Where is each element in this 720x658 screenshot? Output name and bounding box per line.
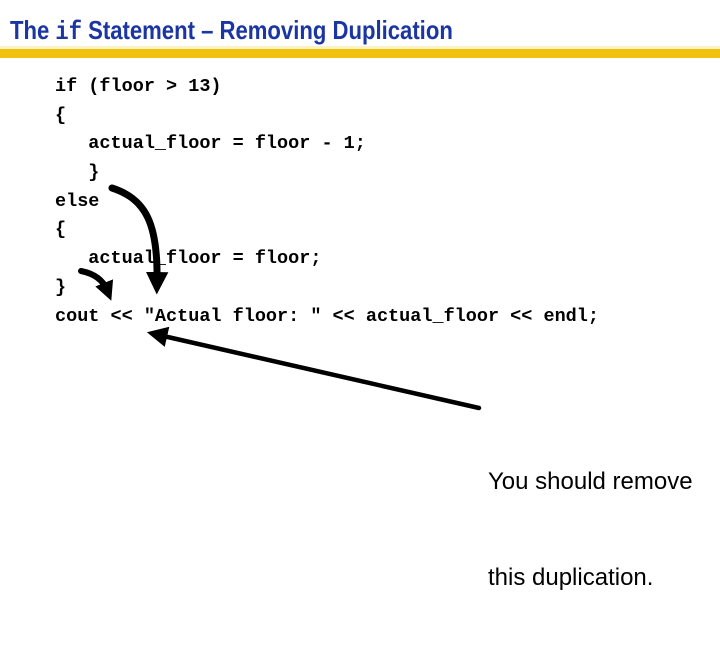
annotation-note: You should remove this duplication. [488, 402, 693, 658]
page-title-text: The if Statement – Removing Duplication [10, 15, 453, 47]
code-line: } [55, 276, 67, 298]
title-rule [0, 46, 720, 58]
title-prefix: The [10, 15, 56, 45]
code-line: { [55, 104, 67, 126]
note-line: this duplication. [488, 564, 654, 591]
code-line: actual_floor = floor; [55, 248, 322, 270]
code-line: else [55, 190, 100, 212]
note-line: You should remove [488, 468, 693, 495]
code-line: if (floor > 13) [55, 76, 222, 97]
page-title: The if Statement – Removing Duplication [10, 15, 531, 47]
code-line: { [55, 219, 67, 241]
title-keyword-if: if [55, 17, 82, 47]
code-line: actual_floor = floor - 1; [55, 133, 366, 155]
code-line: cout << "Actual floor: " << actual_floor… [55, 305, 599, 327]
title-suffix: Statement – Removing Duplication [81, 15, 453, 45]
code-line: } [55, 162, 100, 184]
code-block: if (floor > 13) { actual_floor = floor -… [55, 73, 599, 331]
note-pointer-arrow-icon [146, 326, 482, 411]
slide: The if Statement – Removing Duplication … [0, 15, 720, 591]
